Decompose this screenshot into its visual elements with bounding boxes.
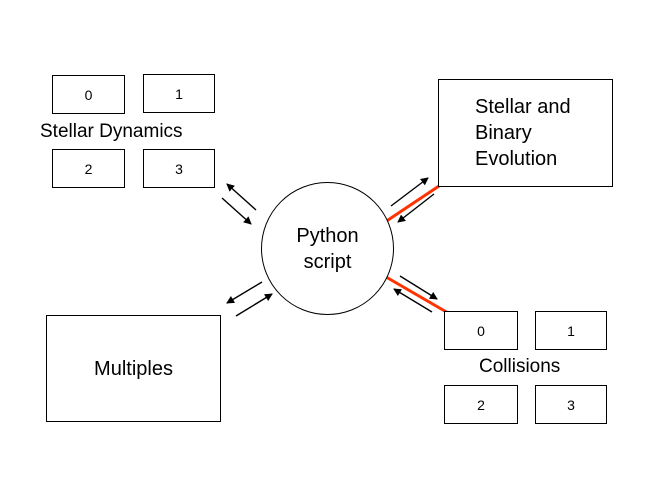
stellar-evolution-line-3: Evolution [475, 148, 558, 170]
collisions-title: Collisions [479, 356, 561, 377]
arrow-from-stellar-dynamics [221, 197, 252, 225]
stellar-dynamics-node-0-label: 0 [84, 86, 93, 103]
arrow-to-multiples [226, 281, 263, 304]
stellar-dynamics-node-2: 2 [52, 149, 125, 188]
arrow-from-multiples [235, 293, 273, 317]
stellar-dynamics-node-3: 3 [143, 149, 215, 188]
collisions-node-1: 1 [535, 311, 607, 350]
collisions-node-2-label: 2 [477, 396, 485, 413]
stellar-dynamics-node-0: 0 [52, 75, 125, 114]
stellar-dynamics-node-1: 1 [143, 74, 215, 113]
stellar-dynamics-node-3-label: 3 [175, 160, 183, 177]
python-script-node: Python script [261, 182, 394, 315]
multiples-label: Multiples [94, 357, 173, 380]
stellar-evolution-line-2: Binary [475, 122, 532, 144]
stellar-dynamics-node-1-label: 1 [175, 85, 183, 102]
collisions-node-0-label: 0 [477, 322, 485, 339]
stellar-dynamics-title: Stellar Dynamics [40, 121, 183, 142]
collisions-node-0: 0 [444, 311, 518, 350]
python-script-line-2: script [303, 250, 352, 273]
arrow-to-stellar-dynamics [226, 183, 257, 211]
collisions-node-1-label: 1 [567, 322, 575, 339]
multiples-box: Multiples [46, 315, 221, 422]
stellar-binary-evolution-box: Stellar and Binary Evolution [438, 79, 613, 187]
arrow-to-stellar-evolution [390, 177, 429, 207]
stellar-dynamics-node-2-label: 2 [84, 160, 93, 177]
collisions-node-3-label: 3 [567, 396, 575, 413]
stellar-binary-evolution-label: Stellar and Binary Evolution [475, 94, 612, 172]
collisions-node-3: 3 [535, 385, 607, 424]
collisions-node-2: 2 [444, 385, 518, 424]
python-script-label: Python script [296, 223, 358, 275]
stellar-evolution-line-1: Stellar and [475, 96, 571, 118]
python-script-line-1: Python [296, 224, 359, 247]
